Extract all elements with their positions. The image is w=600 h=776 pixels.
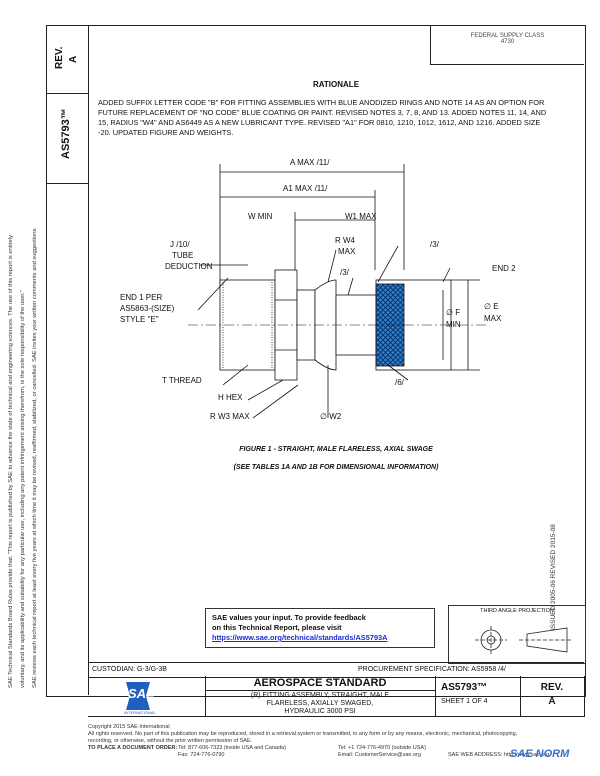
label-j-1: J /10/ xyxy=(170,240,190,249)
sae-norm-watermark: SAE NORM xyxy=(510,748,570,760)
feedback-link[interactable]: https://www.sae.org/technical/standards/… xyxy=(212,633,388,642)
doc-number-box: AS5793™ xyxy=(46,93,88,184)
footer-tel2: Tel: +1 724-776-4970 (outside USA) xyxy=(338,745,426,751)
custodian: CUSTODIAN: G-3/G-3B xyxy=(92,666,167,673)
custodian-row: CUSTODIAN: G-3/G-3B PROCUREMENT SPECIFIC… xyxy=(88,662,584,678)
rationale-title: RATIONALE xyxy=(312,80,360,89)
footer-rights-2: recording, or otherwise, without the pri… xyxy=(88,738,253,744)
footer: Copyright 2015 SAE International All rig… xyxy=(88,724,588,759)
figure-subcaption: (SEE TABLES 1A AND 1B FOR DIMENSIONAL IN… xyxy=(233,464,439,471)
docnum-cell: AS5793™ SHEET 1 OF 4 xyxy=(435,676,521,717)
federal-class-box: FEDERAL SUPPLY CLASS 4730 xyxy=(430,25,584,65)
federal-class: FEDERAL SUPPLY CLASS xyxy=(470,33,545,39)
footer-fax: Fax: 724-776-0790 xyxy=(178,752,225,758)
label-phi-e-1: ∅ E xyxy=(484,302,499,311)
label-phi-e-2: MAX xyxy=(484,314,502,323)
doc-number: AS5793™ xyxy=(60,108,72,159)
sae-logo-text: SAE xyxy=(128,686,155,701)
label-w-min: W MIN xyxy=(248,212,273,221)
label-rw4-1: R W4 xyxy=(335,236,355,245)
title-rev-cell: REV. A xyxy=(520,676,585,717)
sae-logo-cell: SAE INTERNATIONAL xyxy=(88,676,206,717)
sae-logo-sub: INTERNATIONAL xyxy=(124,710,156,715)
procurement-spec: PROCUREMENT SPECIFICATION: AS5958 /4/ xyxy=(358,666,506,673)
label-note6: /6/ xyxy=(395,378,404,387)
label-a-max: A MAX /11/ xyxy=(290,158,330,167)
label-end1-2: AS5863-(SIZE) xyxy=(120,304,175,313)
title-sheet: SHEET 1 OF 4 xyxy=(441,698,488,705)
fitting-drawing xyxy=(188,164,488,419)
footer-tel1: Tel: 877-606-7323 (inside USA and Canada… xyxy=(178,745,286,751)
feedback-line2: on this Technical Report, please visit xyxy=(212,623,342,632)
label-phi-f-1: ∅ F xyxy=(446,308,461,317)
footer-order-label: TO PLACE A DOCUMENT ORDER: xyxy=(88,745,178,751)
label-note3a: /3/ xyxy=(430,240,439,249)
title-cell: AEROSPACE STANDARD (R) FITTING ASSEMBLY,… xyxy=(205,676,436,717)
label-w1-max: W1 MAX xyxy=(345,212,377,221)
label-h-hex: H HEX xyxy=(218,393,243,402)
label-end1-1: END 1 PER xyxy=(120,293,163,302)
footer-web[interactable]: SAE WEB ADDRESS: http://www.sae.org xyxy=(448,752,550,758)
figure-caption: FIGURE 1 - STRAIGHT, MALE FLARELESS, AXI… xyxy=(239,446,433,453)
title-rev-label: REV. xyxy=(540,682,564,693)
label-j-2: TUBE xyxy=(172,251,194,260)
feedback-line1: SAE values your input. To provide feedba… xyxy=(212,613,366,622)
title-rev-value: A xyxy=(548,696,556,707)
sae-logo-icon xyxy=(126,682,150,710)
label-t-thread: T THREAD xyxy=(162,376,202,385)
footer-email: Email: CustomerService@sae.org xyxy=(338,752,421,758)
rev-box: REV. A xyxy=(46,25,88,94)
title-docnum: AS5793™ xyxy=(441,682,488,693)
side-notice-1: SAE Technical Standards Board Rules prov… xyxy=(8,235,14,688)
aerospace-standard-title: AEROSPACE STANDARD xyxy=(205,676,435,691)
label-phi-w2: ∅ W2 xyxy=(320,412,342,421)
label-rw4-2: MAX xyxy=(338,247,356,256)
label-end2: END 2 xyxy=(492,264,516,273)
page-frame xyxy=(46,25,586,697)
label-r-w3: R W3 MAX xyxy=(210,412,250,421)
rev-value: A xyxy=(68,55,79,63)
feedback-box: SAE values your input. To provide feedba… xyxy=(205,608,435,648)
footer-rights: All rights reserved. No part of this pub… xyxy=(88,731,518,737)
side-notice-3: SAE reviews each technical report at lea… xyxy=(32,227,38,688)
label-note3b: /3/ xyxy=(340,268,349,277)
projection-label: THIRD ANGLE PROJECTION xyxy=(480,608,554,614)
label-j-3: DEDUCTION xyxy=(165,262,213,271)
federal-class-num: 4730 xyxy=(500,39,515,45)
side-notice-2: voluntary, and its applicability and sui… xyxy=(20,290,26,688)
left-column xyxy=(46,25,89,695)
title-desc-1: (R) FITTING ASSEMBLY, STRAIGHT, MALE xyxy=(250,692,390,699)
rev-label: REV. xyxy=(54,46,65,69)
projection-symbol-icon xyxy=(475,626,573,654)
footer-copyright: Copyright 2015 SAE International xyxy=(88,724,170,730)
title-desc-2: FLARELESS, AXIALLY SWAGED, xyxy=(266,700,374,707)
label-end1-3: STYLE "E" xyxy=(120,315,159,324)
projection-box: THIRD ANGLE PROJECTION xyxy=(448,605,586,664)
title-desc-3: HYDRAULIC 3000 PSI xyxy=(284,708,356,715)
label-phi-f-2: MIN xyxy=(446,320,461,329)
rationale-text: ADDED SUFFIX LETTER CODE "B" FOR FITTING… xyxy=(98,98,547,137)
label-a1-max: A1 MAX /11/ xyxy=(283,184,328,193)
